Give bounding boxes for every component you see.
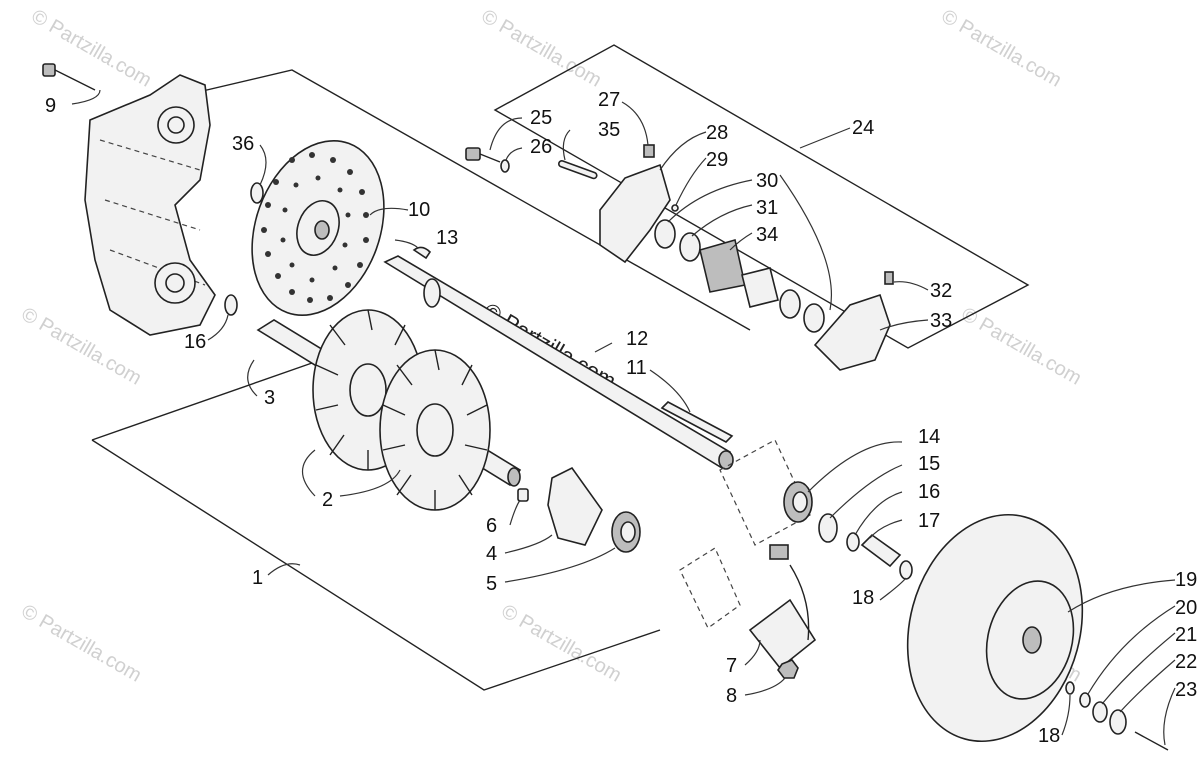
washer-36 bbox=[250, 182, 264, 204]
key-11 bbox=[660, 401, 734, 443]
callout-18-lower: 18 bbox=[1038, 725, 1060, 747]
callout-19: 19 bbox=[1175, 569, 1197, 591]
callout-5: 5 bbox=[486, 573, 497, 595]
callout-28: 28 bbox=[706, 122, 728, 144]
callout-6: 6 bbox=[486, 515, 497, 537]
piston-31 bbox=[679, 232, 701, 262]
caliper-assembly-24 bbox=[465, 144, 894, 371]
ring-18-lower bbox=[1065, 681, 1075, 695]
callout-18-upper: 18 bbox=[852, 587, 874, 609]
callout-23: 23 bbox=[1175, 679, 1197, 701]
callout-9: 9 bbox=[45, 95, 56, 117]
pin-35 bbox=[557, 160, 598, 180]
bleeder-27 bbox=[643, 144, 655, 158]
bolt-9 bbox=[42, 63, 96, 91]
callout-3: 3 bbox=[264, 387, 275, 409]
callout-labels: 9 36 10 13 16 3 2 1 6 4 5 7 8 12 11 14 1… bbox=[45, 89, 1197, 747]
callout-31: 31 bbox=[756, 197, 778, 219]
gear-case bbox=[84, 74, 216, 336]
washer-20 bbox=[1079, 692, 1091, 708]
gasket-lower bbox=[679, 547, 741, 629]
callout-14: 14 bbox=[918, 426, 940, 448]
bleeder-32 bbox=[884, 271, 894, 285]
washer-22 bbox=[1109, 709, 1127, 735]
watermark-bottom-mid: © Partzilla.com bbox=[498, 600, 626, 686]
pad-34a bbox=[699, 238, 746, 293]
callout-4: 4 bbox=[486, 543, 497, 565]
washer-26 bbox=[500, 159, 510, 173]
bearing-flange-14 bbox=[719, 439, 813, 546]
washer-15 bbox=[818, 513, 838, 543]
seal-30 bbox=[654, 219, 676, 249]
callout-7: 7 bbox=[726, 655, 737, 677]
callout-35: 35 bbox=[598, 119, 620, 141]
washer-16-right bbox=[846, 532, 860, 552]
leader-lines bbox=[71, 89, 1176, 746]
callout-21: 21 bbox=[1175, 624, 1197, 646]
callout-22: 22 bbox=[1175, 651, 1197, 673]
drive-pulley bbox=[906, 513, 1084, 743]
callout-27: 27 bbox=[598, 89, 620, 111]
callout-11: 11 bbox=[626, 357, 647, 379]
callout-13: 13 bbox=[436, 227, 458, 249]
callout-32: 32 bbox=[930, 280, 952, 302]
bearing-housing-4 bbox=[547, 466, 603, 546]
callout-33: 33 bbox=[930, 310, 952, 332]
drive-shaft-assembly bbox=[256, 309, 522, 511]
caliper-half-28 bbox=[599, 163, 671, 264]
bearing-5 bbox=[611, 511, 641, 553]
key-13 bbox=[412, 246, 432, 260]
washer-16-left bbox=[224, 294, 238, 316]
callout-36: 36 bbox=[232, 133, 254, 155]
speed-sensor-7 bbox=[748, 544, 817, 670]
callout-30: 30 bbox=[756, 170, 778, 192]
callout-26: 26 bbox=[530, 136, 552, 158]
watermark-bottom-left: © Partzilla.com bbox=[18, 600, 146, 686]
brake-shaft-12 bbox=[383, 255, 734, 470]
brake-disc-10 bbox=[251, 140, 385, 316]
seal-30b bbox=[803, 303, 825, 333]
callout-10: 10 bbox=[408, 199, 430, 221]
callout-29: 29 bbox=[706, 149, 728, 171]
callout-1: 1 bbox=[252, 567, 263, 589]
ring-18-upper bbox=[899, 560, 913, 580]
callout-17: 17 bbox=[918, 510, 940, 532]
piston-31b bbox=[779, 289, 801, 319]
callout-25: 25 bbox=[530, 107, 552, 129]
callout-15: 15 bbox=[918, 453, 940, 475]
outline-bottom-assembly-lower bbox=[91, 439, 661, 691]
callout-8: 8 bbox=[726, 685, 737, 707]
watermark-mid-right: © Partzilla.com bbox=[958, 303, 1086, 389]
callout-12: 12 bbox=[626, 328, 648, 350]
bolt-23 bbox=[1134, 731, 1169, 751]
nut-8 bbox=[777, 659, 799, 679]
seal-29 bbox=[671, 204, 679, 212]
washer-21 bbox=[1092, 701, 1108, 723]
callout-2: 2 bbox=[322, 489, 333, 511]
outline-bottom-assembly bbox=[91, 362, 313, 441]
watermark-top-mid: © Partzilla.com bbox=[478, 5, 606, 91]
watermark-top-left: © Partzilla.com bbox=[28, 5, 156, 91]
pad-34b bbox=[741, 267, 779, 308]
callout-16-right: 16 bbox=[918, 481, 940, 503]
callout-24: 24 bbox=[852, 117, 874, 139]
caliper-half-33 bbox=[813, 293, 891, 371]
bolt-25 bbox=[465, 147, 481, 161]
callout-20: 20 bbox=[1175, 597, 1197, 619]
watermark-top-right: © Partzilla.com bbox=[938, 5, 1066, 91]
drive-sprocket-2b bbox=[379, 349, 491, 511]
spacer-17 bbox=[860, 533, 902, 568]
plug-6 bbox=[517, 488, 529, 502]
callout-16-left: 16 bbox=[184, 331, 206, 353]
callout-34: 34 bbox=[756, 224, 778, 246]
